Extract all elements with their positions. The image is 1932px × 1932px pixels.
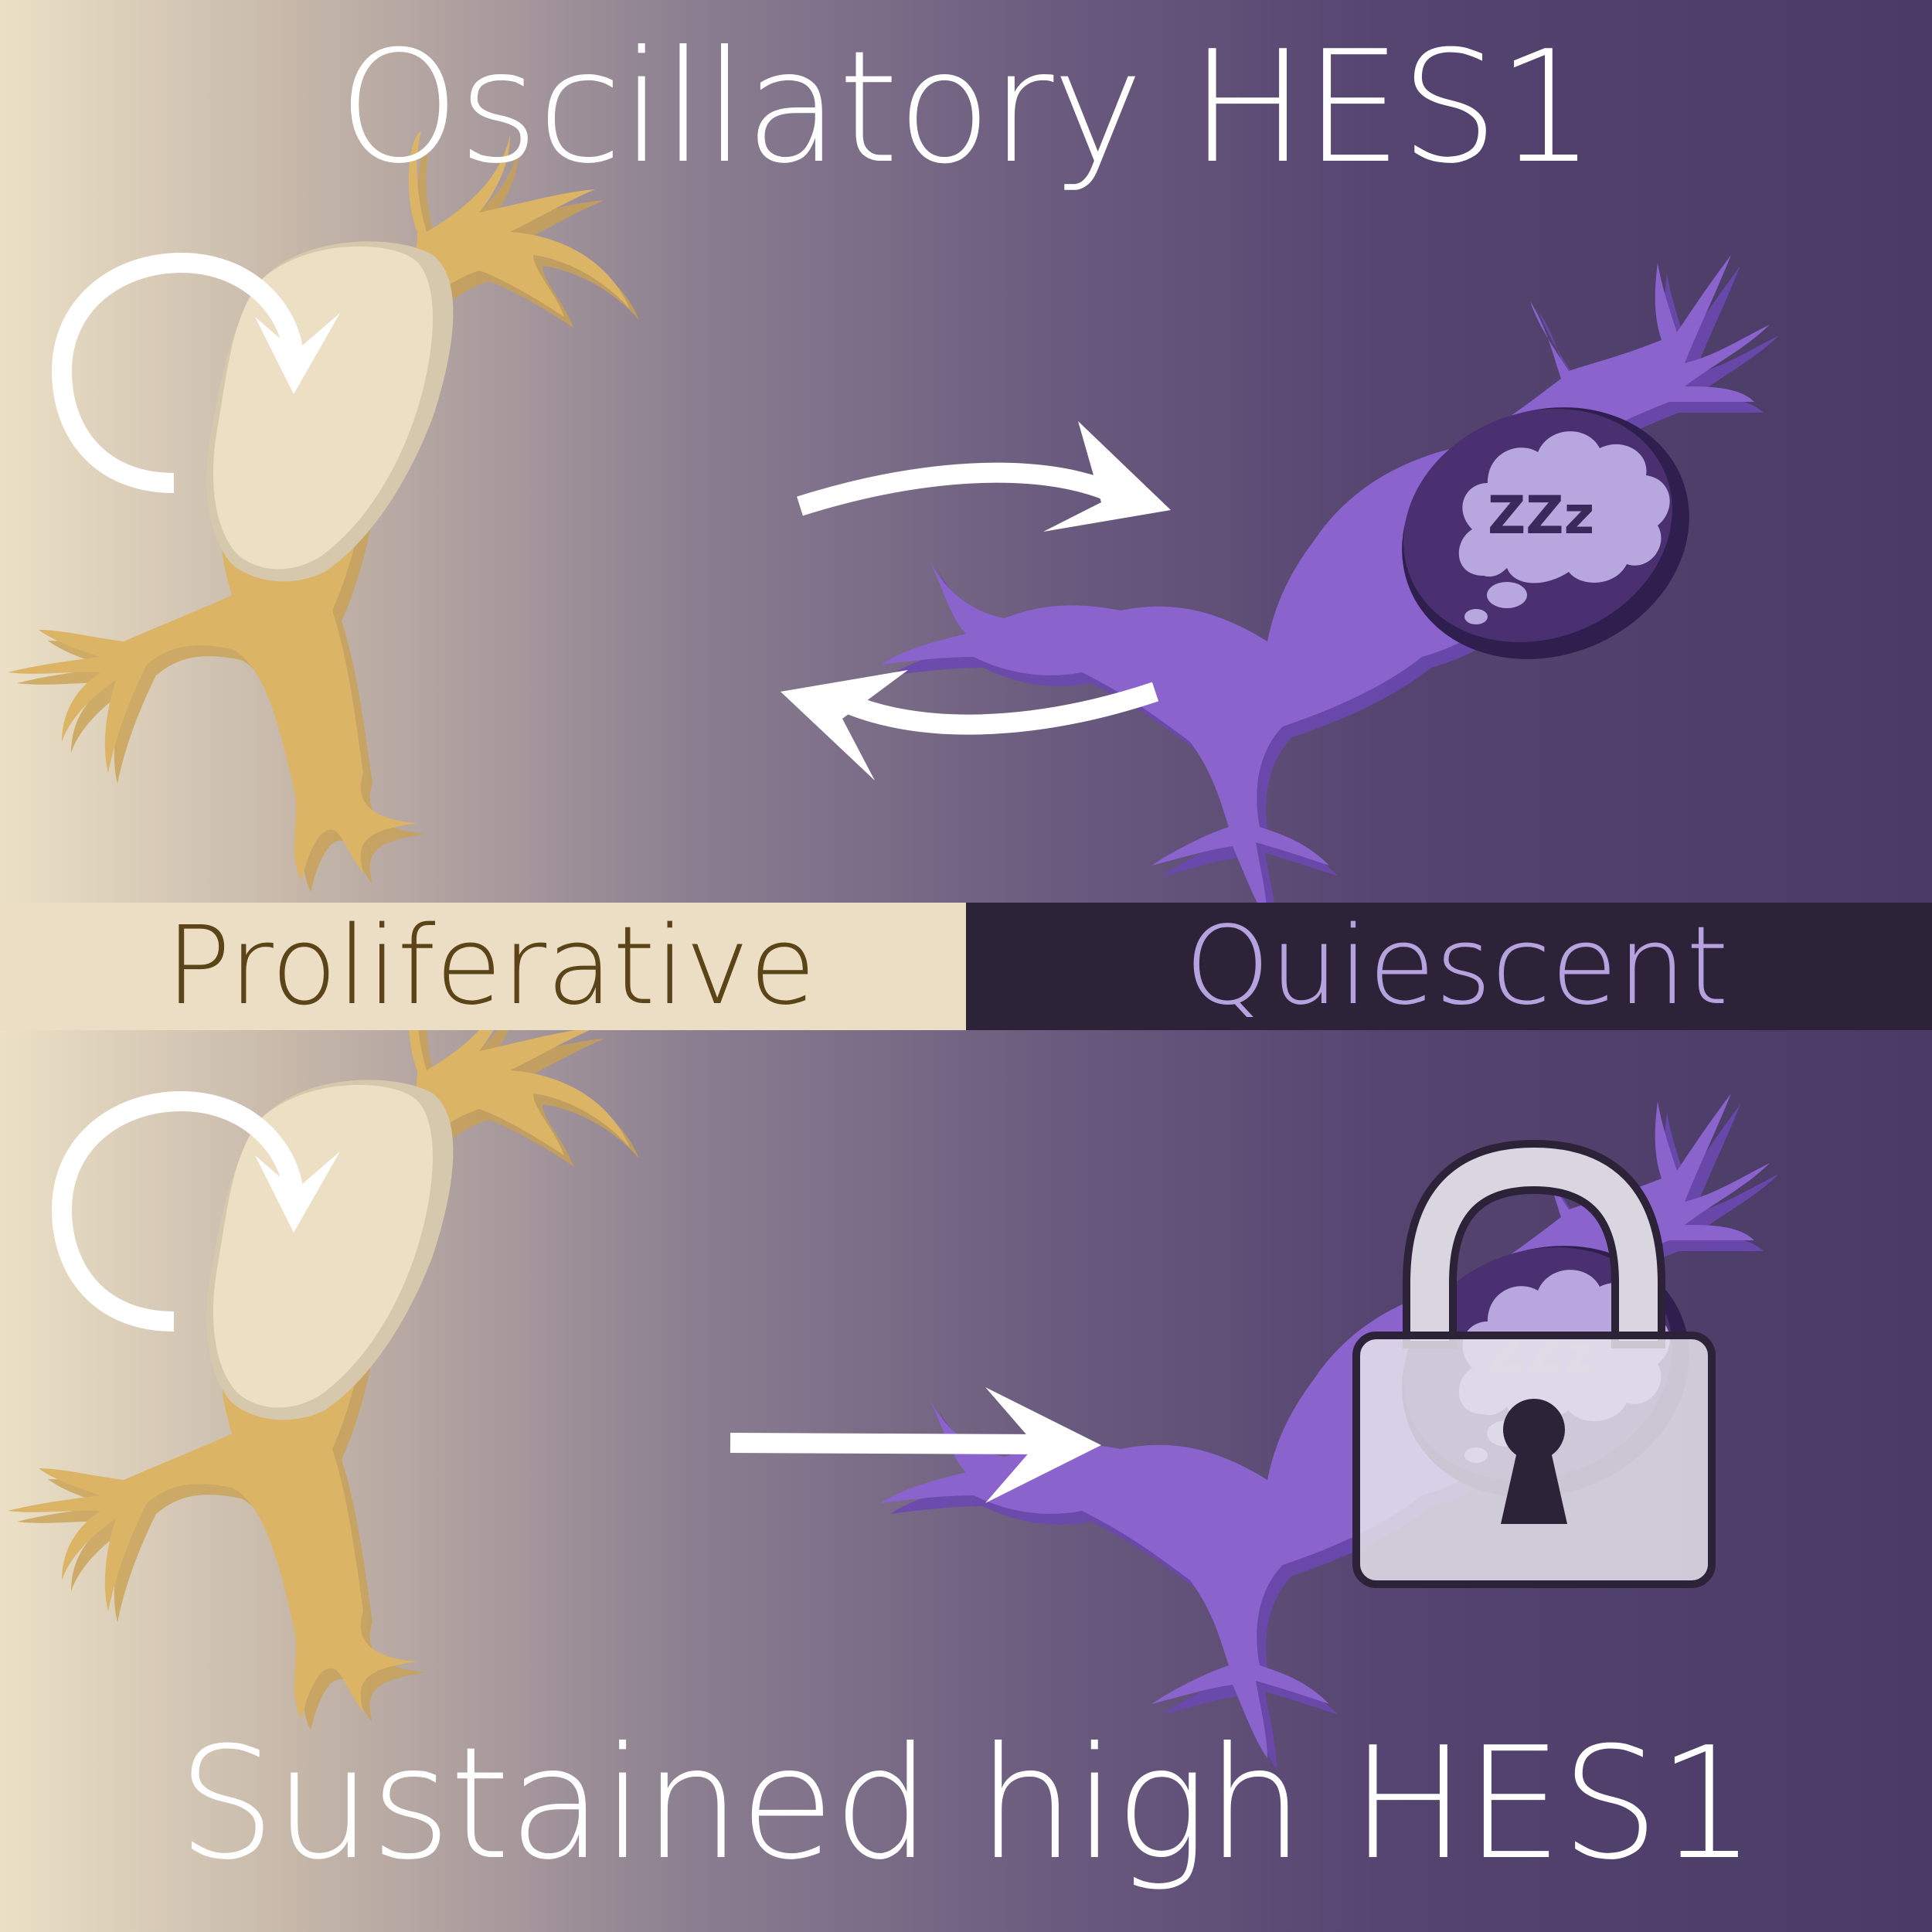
padlock-icon [1352,1139,1716,1588]
thought-bubble-icon: ZZz [1458,431,1670,624]
proliferative-cell-top [8,131,639,892]
arrow-right-icon [797,421,1171,532]
arrow-left-icon [781,670,1159,781]
quiescent-cell-top [881,255,1779,930]
sleep-text: ZZz [1488,485,1594,546]
quiescent-label-band: Quiescent [966,903,1932,1030]
proliferative-label-band: Proliferative [0,903,966,1030]
arrow-right-icon-bottom [730,1387,1101,1503]
quiescent-label: Quiescent [1185,903,1729,1029]
title-top: Oscillatory HES1 [338,18,1596,198]
proliferative-label: Proliferative [165,903,816,1029]
title-bottom: Sustained high HES1 [177,1714,1756,1894]
proliferative-cell-bottom [8,970,639,1730]
